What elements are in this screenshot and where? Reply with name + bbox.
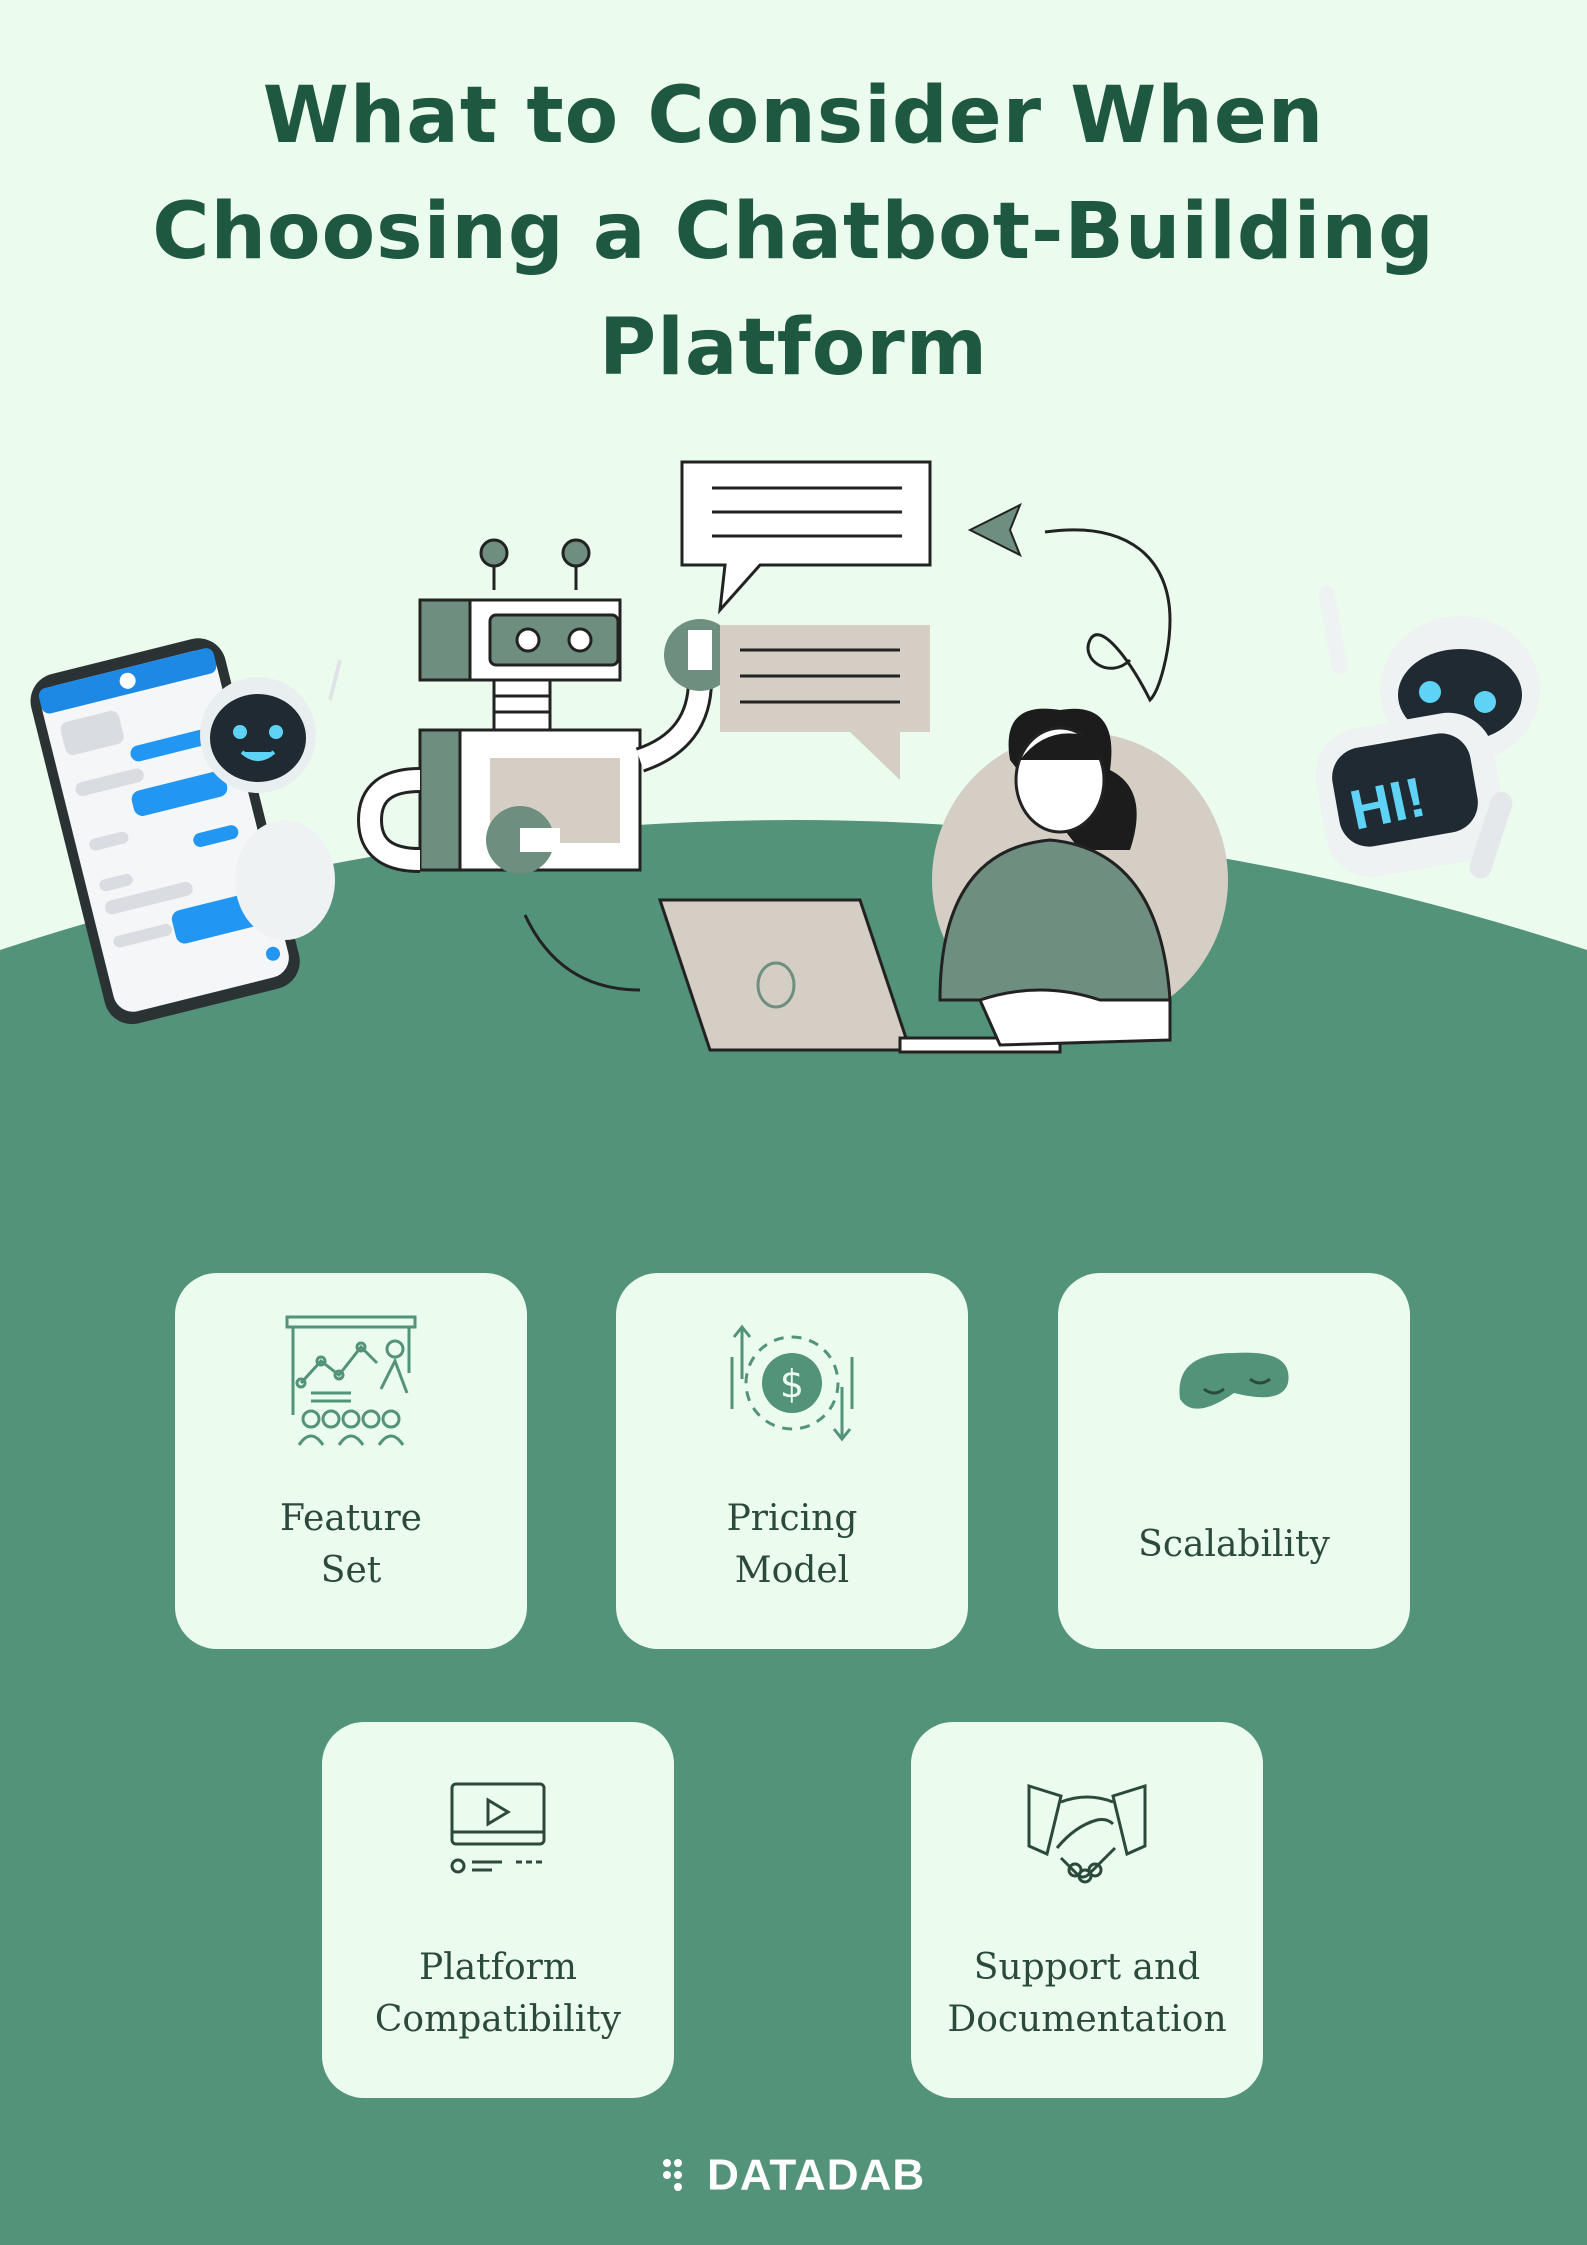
- dollar-exchange-icon: $: [616, 1313, 968, 1463]
- card-label-line1: Platform: [418, 1947, 577, 1988]
- card-label-line1: Feature: [280, 1498, 422, 1539]
- card-pricing-model: $ Pricing Model: [616, 1273, 968, 1649]
- card-support-documentation: Support and Documentation: [911, 1722, 1263, 2098]
- hi-robot-icon: HI!: [1315, 585, 1540, 879]
- arrow-icon: [523, 502, 1172, 992]
- card-label-line2: Documentation: [947, 1999, 1227, 2040]
- card-label-line1: Pricing: [726, 1498, 858, 1539]
- card-label: Scalability: [1058, 1519, 1410, 1571]
- robot-illustration: [356, 538, 736, 874]
- card-label: Support and Documentation: [911, 1942, 1263, 2046]
- title-line-1: What to Consider When: [262, 71, 1325, 161]
- sleep-mask-icon: [1058, 1313, 1410, 1463]
- card-scalability: Scalability: [1058, 1273, 1410, 1649]
- card-label: Platform Compatibility: [322, 1942, 674, 2046]
- title-line-2: Choosing a Chatbot-Building: [152, 187, 1435, 277]
- card-platform-compatibility: Platform Compatibility: [322, 1722, 674, 2098]
- handshake-icon: [911, 1762, 1263, 1912]
- presentation-chart-icon: [175, 1313, 527, 1463]
- card-feature-set: Feature Set: [175, 1273, 527, 1649]
- logo-dots-icon: [662, 2159, 682, 2192]
- brand-name: DATADAB: [707, 2150, 926, 2200]
- card-label-line2: Set: [320, 1550, 382, 1591]
- card-label-line2: Model: [734, 1550, 850, 1591]
- brand-logo: DATADAB: [0, 2148, 1587, 2200]
- title-line-3: Platform: [598, 303, 989, 393]
- card-label: Feature Set: [175, 1493, 527, 1597]
- card-label: Pricing Model: [616, 1493, 968, 1597]
- card-label-line1: Support and: [973, 1947, 1201, 1988]
- svg-text:$: $: [780, 1362, 804, 1406]
- card-label-line1: Scalability: [1138, 1524, 1330, 1565]
- small-robot-icon: [200, 659, 342, 940]
- speech-bubble-icon: [680, 460, 932, 780]
- hero-illustration: HI!: [30, 460, 1540, 1054]
- robot-sign-text: HI!: [1345, 765, 1431, 842]
- video-player-icon: [322, 1762, 674, 1912]
- card-label-line2: Compatibility: [374, 1999, 622, 2040]
- page-title: What to Consider When Choosing a Chatbot…: [0, 58, 1587, 406]
- person-icon: [657, 708, 1228, 1054]
